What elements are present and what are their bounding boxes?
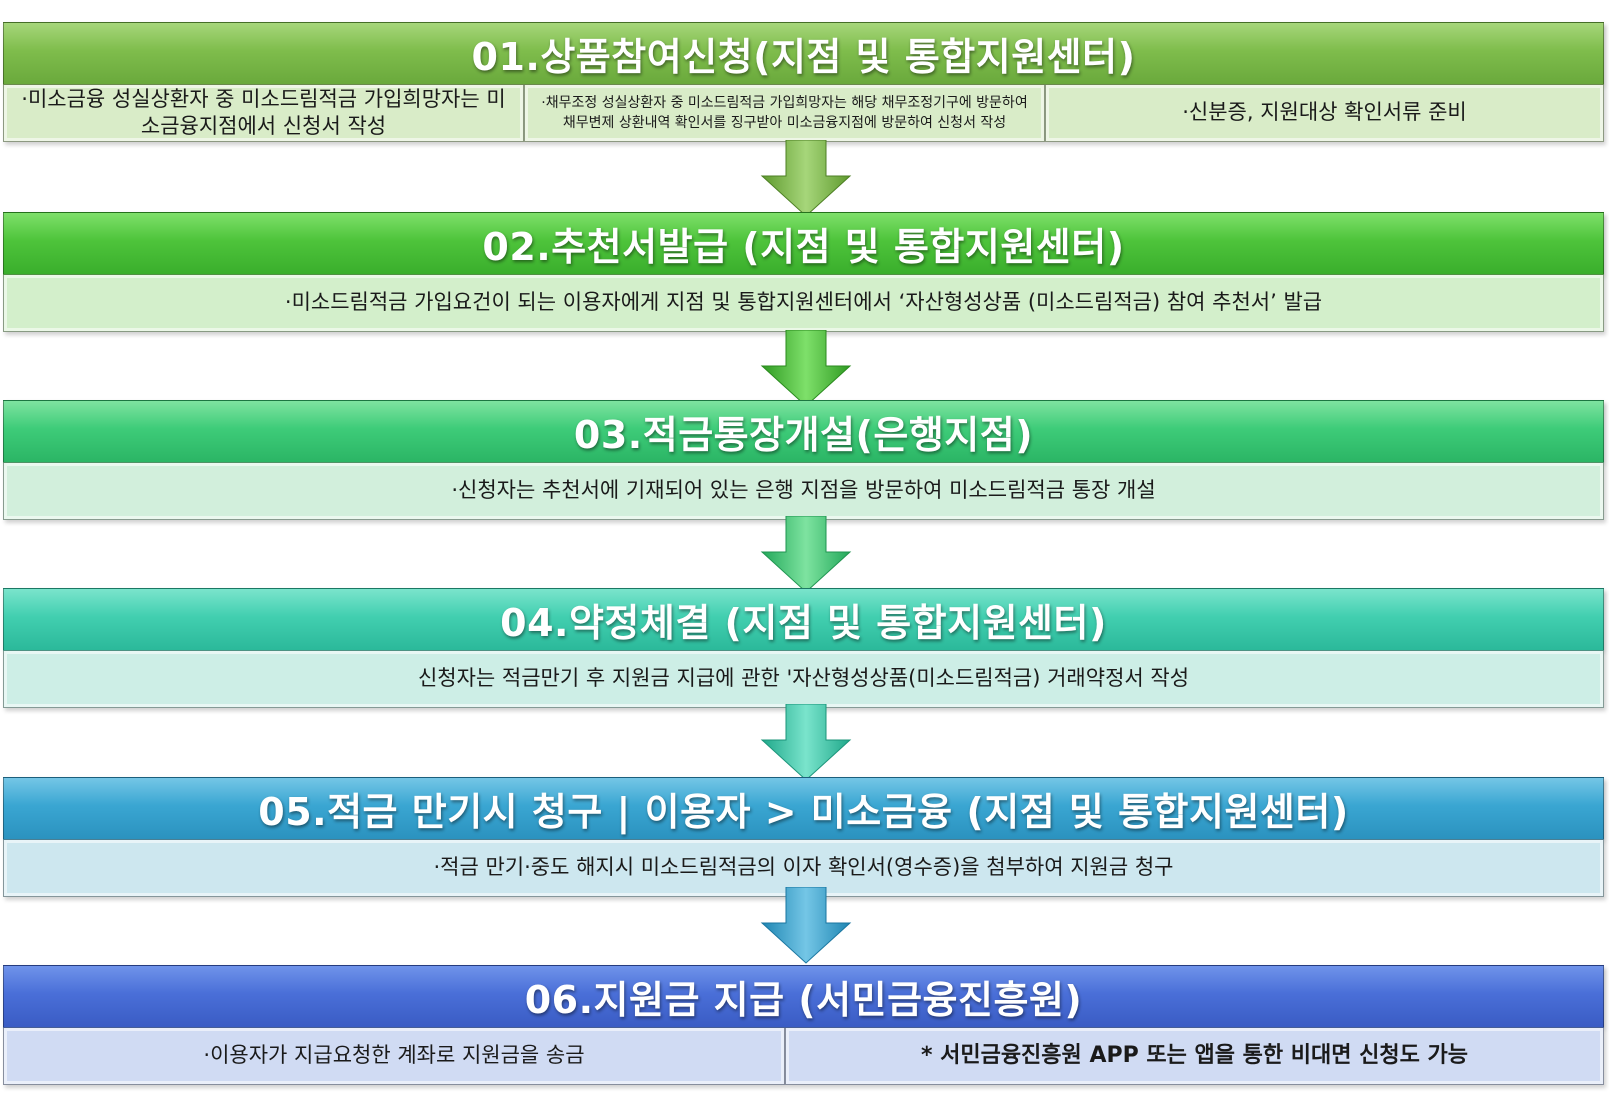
down-arrow-icon bbox=[760, 140, 852, 217]
step-6-header: 06.지원금 지급 (서민금융진흥원) bbox=[3, 965, 1604, 1028]
step-3-header: 03.적금통장개설(은행지점) bbox=[3, 400, 1604, 463]
step-6-detail-1: ·이용자가 지급요청한 계좌로 지원금을 송금 bbox=[3, 1028, 785, 1085]
down-arrow-icon bbox=[760, 516, 852, 593]
step-4-details: 신청자는 적금만기 후 지원금 지급에 관한 '자산형성상품(미소드림적금) 거… bbox=[3, 651, 1604, 708]
step-1-detail-2: ·채무조정 성실상환자 중 미소드림적금 가입희망자는 해당 채무조정기구에 방… bbox=[524, 85, 1045, 142]
down-arrow-icon bbox=[760, 887, 852, 964]
step-1-detail-1: ·미소금융 성실상환자 중 미소드림적금 가입희망자는 미소금융지점에서 신청서… bbox=[3, 85, 524, 142]
step-4-header: 04.약정체결 (지점 및 통합지원센터) bbox=[3, 588, 1604, 651]
step-6-detail-2: * 서민금융진흥원 APP 또는 앱을 통한 비대면 신청도 가능 bbox=[785, 1028, 1604, 1085]
step-2-header: 02.추천서발급 (지점 및 통합지원센터) bbox=[3, 212, 1604, 275]
step-1-header: 01.상품참여신청(지점 및 통합지원센터) bbox=[3, 22, 1604, 85]
step-1-detail-3: ·신분증, 지원대상 확인서류 준비 bbox=[1045, 85, 1604, 142]
down-arrow-icon bbox=[760, 704, 852, 781]
step-3-details: ·신청자는 추천서에 기재되어 있는 은행 지점을 방문하여 미소드림적금 통장… bbox=[3, 463, 1604, 520]
step-5-header: 05.적금 만기시 청구 | 이용자 > 미소금융 (지점 및 통합지원센터) bbox=[3, 777, 1604, 840]
step-4-detail-1: 신청자는 적금만기 후 지원금 지급에 관한 '자산형성상품(미소드림적금) 거… bbox=[3, 651, 1604, 708]
step-3-detail-1: ·신청자는 추천서에 기재되어 있는 은행 지점을 방문하여 미소드림적금 통장… bbox=[3, 463, 1604, 520]
step-6-details: ·이용자가 지급요청한 계좌로 지원금을 송금 * 서민금융진흥원 APP 또는… bbox=[3, 1028, 1604, 1085]
down-arrow-icon bbox=[760, 330, 852, 407]
step-2-detail-1: ·미소드림적금 가입요건이 되는 이용자에게 지점 및 통합지원센터에서 ‘자산… bbox=[3, 275, 1604, 332]
step-2-details: ·미소드림적금 가입요건이 되는 이용자에게 지점 및 통합지원센터에서 ‘자산… bbox=[3, 275, 1604, 332]
step-1-details: ·미소금융 성실상환자 중 미소드림적금 가입희망자는 미소금융지점에서 신청서… bbox=[3, 85, 1604, 142]
